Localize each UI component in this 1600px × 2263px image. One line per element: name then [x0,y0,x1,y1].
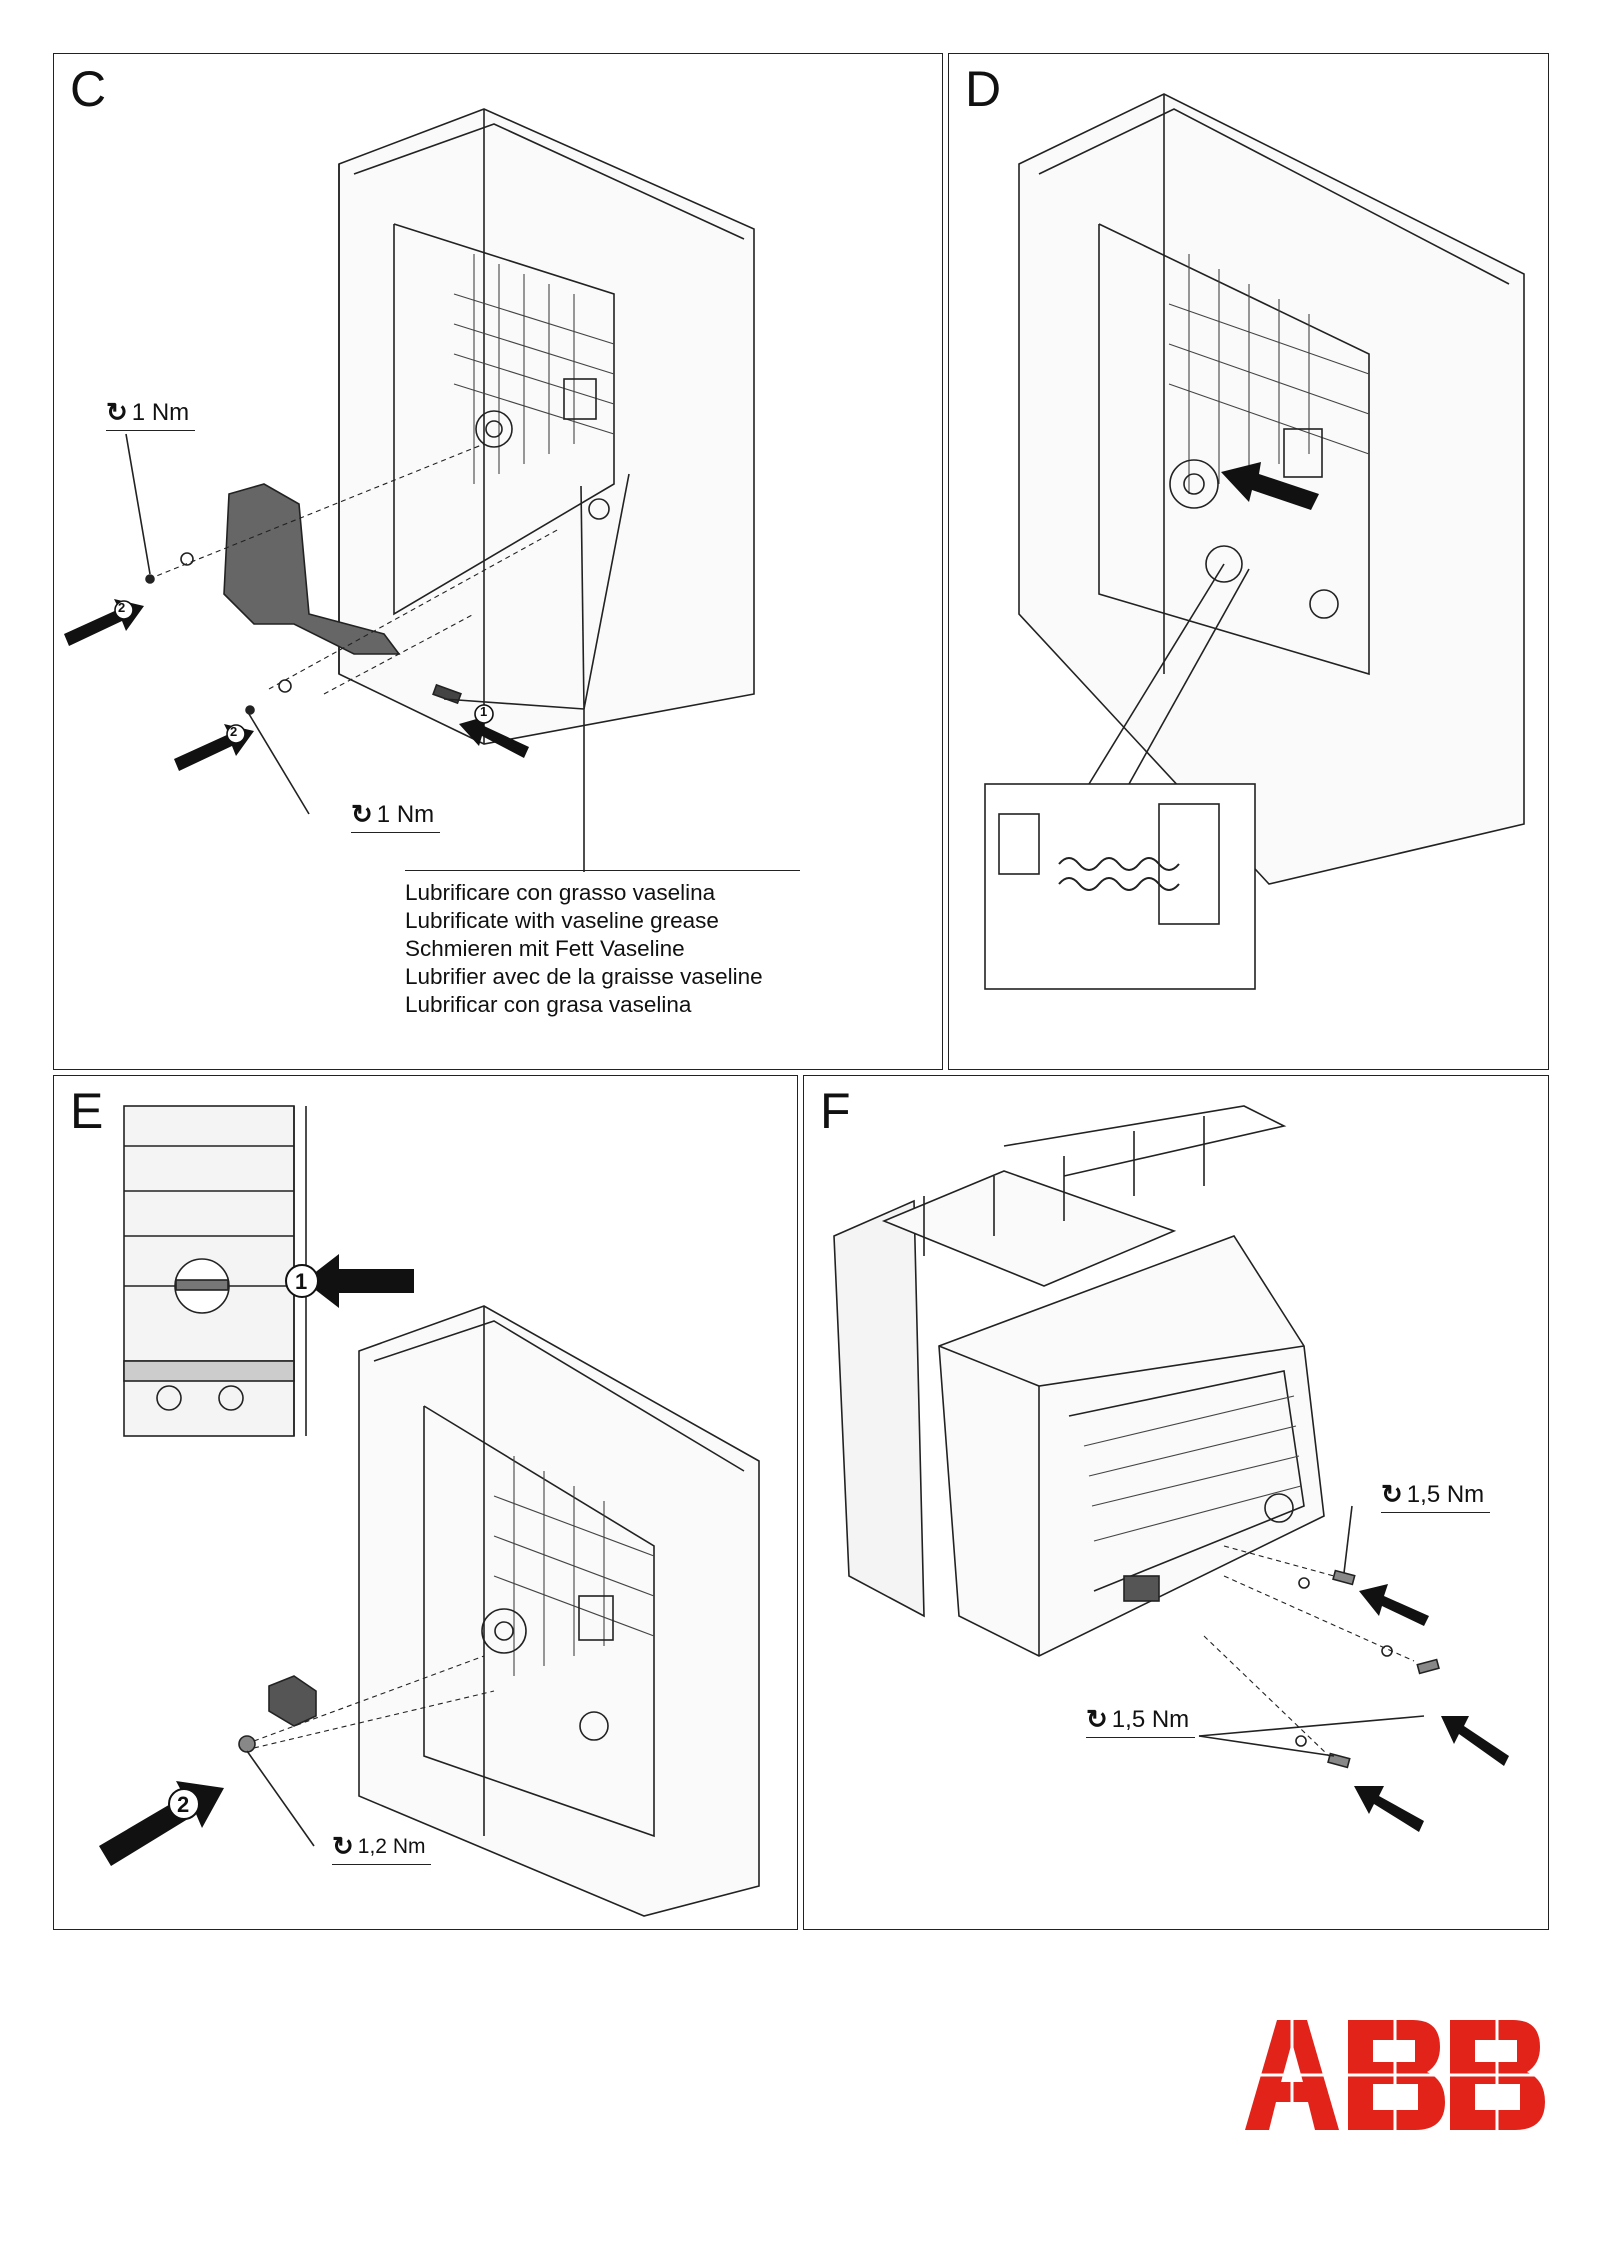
panel-f: F [803,1075,1549,1930]
panel-c: C [53,53,943,1070]
lubrication-note-de: Schmieren mit Fett Vaseline [405,936,685,961]
torque-label-top: ↻ 1,5 Nm [1381,1479,1491,1513]
abb-logo [1245,2020,1545,2130]
torque-rotation-icon: ↻ [106,397,128,427]
enclosure-drawing-c [64,108,755,872]
step-2a-label: 2 [118,600,126,615]
step-1-label: 1 [480,704,488,719]
step-1-label: 1 [295,1269,308,1294]
torque-label-top: ↻ 1 Nm [106,397,196,431]
torque-label-bottom: ↻ 1,5 Nm [1086,1704,1196,1738]
torque-value: 1,2 Nm [357,1834,426,1858]
panel-letter-d: D [965,61,1002,117]
step-2-label: 2 [177,1792,190,1817]
torque-rotation-icon: ↻ [351,799,373,829]
lubrication-note: Lubrificare con grasso vaselina Lubrific… [405,870,800,1019]
torque-rotation-icon: ↻ [332,1831,354,1861]
torque-rotation-icon: ↻ [1086,1704,1108,1734]
torque-rotation-icon: ↻ [1381,1479,1403,1509]
step-2b-label: 2 [230,724,238,739]
insertion-arrow-icon [1354,1584,1509,1832]
torque-label: ↻ 1,2 Nm [332,1831,432,1865]
torque-value: 1,5 Nm [1406,1480,1485,1508]
lubrication-note-fr: Lubrifier avec de la graisse vaseline [405,964,763,989]
enclosure-drawing-d [984,93,1525,990]
lubrication-note-en: Lubrificate with vaseline grease [405,908,719,933]
breaker-drawing-f [833,1105,1509,1832]
panel-letter-c: C [70,61,107,117]
lubrication-note-es: Lubrificar con grasa vaselina [405,992,692,1017]
torque-value: 1,5 Nm [1111,1705,1190,1733]
panel-e: E [53,1075,798,1930]
torque-label-bottom: ↻ 1 Nm [351,799,441,833]
enclosure-drawing-e [99,1105,760,1917]
insertion-arrow-icon [1221,462,1319,510]
panel-letter-e: E [70,1083,104,1139]
panel-d: D [948,53,1549,1070]
lubrication-note-it: Lubrificare con grasso vaselina [405,880,716,905]
panel-letter-f: F [820,1083,851,1139]
torque-value: 1 Nm [131,398,190,426]
torque-value: 1 Nm [376,800,435,828]
